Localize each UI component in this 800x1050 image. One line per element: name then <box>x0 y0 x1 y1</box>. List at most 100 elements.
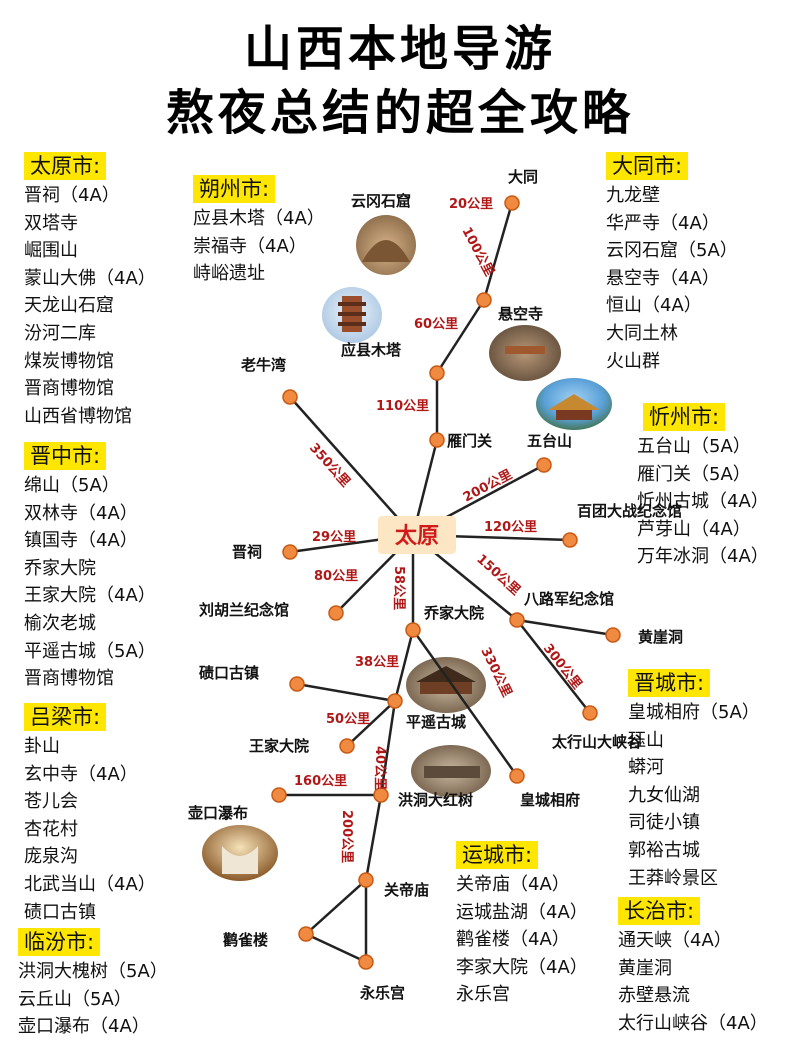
dist-taiyuan-wutai: 200公里 <box>461 467 515 505</box>
list-item: 赤壁悬流 <box>618 985 690 1007</box>
label-baituan: 百团大战纪念馆 <box>577 502 682 520</box>
list-item: 壶口瀑布（4A） <box>18 1016 150 1038</box>
node-yingxian <box>429 365 445 381</box>
dist-hongtong-guandi: 200公里 <box>339 810 354 863</box>
node-huangcheng <box>509 768 525 784</box>
node-wangjia <box>339 738 355 754</box>
photo-hongtong <box>411 745 491 797</box>
dist-yungang-datong: 20公里 <box>449 197 493 212</box>
city-jinzhong: 晋中市: 绵山（5A） 双林寺（4A） 镇国寺（4A） 乔家大院 王家大院（4A… <box>24 442 156 693</box>
city-linfen-list: 洪洞大槐树（5A） 云丘山（5A） 壶口瀑布（4A） <box>18 958 168 1041</box>
node-taihang <box>582 705 598 721</box>
city-shuozhou-list: 应县木塔（4A） 崇福寺（4A） 峙峪遗址 <box>193 205 325 288</box>
list-item: 九龙壁 <box>606 185 660 206</box>
route-edges <box>279 202 614 964</box>
label-yungang: 云冈石窟 <box>351 192 411 210</box>
label-guandi: 关帝庙 <box>384 881 429 899</box>
list-item: 天龙山石窟 <box>24 295 114 317</box>
city-jincheng-header: 晋城市: <box>628 669 711 697</box>
dist-taiyuan-laoniuwan: 350公里 <box>306 441 353 491</box>
photo-wutai <box>536 378 612 430</box>
list-item: 北武当山（4A） <box>24 873 156 895</box>
city-xinzhou: 忻州市: 五台山（5A） 雁门关（5A） 忻州古城（4A） 芦芽山（4A） 万年… <box>637 403 769 571</box>
label-laoniuwan: 老牛湾 <box>240 356 286 374</box>
edge-balujun-huangyadong <box>516 618 614 637</box>
label-yanmen: 雁门关 <box>447 432 492 450</box>
list-item: 华严寺（4A） <box>606 212 720 234</box>
list-item: 关帝庙（4A） <box>456 874 570 895</box>
city-changzhi-list: 通天峡（4A） 黄崖洞 赤壁悬流 太行山峡谷（4A） <box>618 927 768 1037</box>
dist-taiyuan-qiaojia: 58公里 <box>391 566 406 610</box>
node-hukou <box>271 787 287 803</box>
list-item: 蒙山大佛（4A） <box>24 267 156 289</box>
list-item: 忻州古城（4A） <box>637 491 769 513</box>
city-datong-list: 九龙壁 华严寺（4A） 云冈石窟（5A） 悬空寺（4A） 恒山（4A） 大同土林… <box>606 182 738 375</box>
node-wutai <box>536 457 552 473</box>
list-item: 乔家大院 <box>24 557 96 579</box>
label-yingxian: 应县木塔 <box>341 341 402 359</box>
label-xuankong: 悬空寺 <box>498 305 543 323</box>
list-item: 崛围山 <box>24 240 78 262</box>
node-huangyadong <box>605 627 621 643</box>
list-item: 悬空寺（4A） <box>606 267 720 289</box>
list-item: 王莽岭景区 <box>628 867 718 889</box>
photo-yungang <box>356 215 416 275</box>
label-yongle: 永乐宫 <box>359 984 405 1002</box>
list-item: 五台山（5A） <box>637 436 751 457</box>
node-qikou <box>289 676 305 692</box>
city-shuozhou-header: 朔州市: <box>193 175 276 203</box>
list-item: 榆次老城 <box>24 612 96 634</box>
label-pingyao: 平遥古城 <box>406 713 466 731</box>
title-line-2: 熬夜总结的超全攻略 <box>165 85 634 141</box>
list-item: 绵山（5A） <box>24 475 120 496</box>
list-item: 珏山 <box>628 729 664 751</box>
city-lvliang-list: 卦山 玄中寺（4A） 苍儿会 杏花村 庞泉沟 北武当山（4A） 碛口古镇 <box>24 733 156 926</box>
label-balujun: 八路军纪念馆 <box>523 590 614 608</box>
city-taiyuan-list: 晋祠（4A） 双塔寺 崛围山 蒙山大佛（4A） 天龙山石窟 汾河二库 煤炭博物馆… <box>24 182 156 430</box>
list-item: 运城盐湖（4A） <box>456 901 588 923</box>
list-item: 平遥古城（5A） <box>24 640 156 662</box>
center-taiyuan: 太原 <box>378 516 456 554</box>
city-yuncheng-list: 关帝庙（4A） 运城盐湖（4A） 鹳雀楼（4A） 李家大院（4A） 永乐宫 <box>456 871 588 1009</box>
dist-pingyao-hongtong: 40公里 <box>372 746 387 790</box>
list-item: 洪洞大槐树（5A） <box>18 961 168 982</box>
edge-guanque-yongle <box>305 932 367 964</box>
list-item: 恒山（4A） <box>606 295 702 317</box>
edge-qiaojia-pingyao <box>393 629 415 702</box>
label-liuhulan: 刘胡兰纪念馆 <box>199 601 289 619</box>
list-item: 应县木塔（4A） <box>193 208 325 229</box>
node-liuhulan <box>328 605 344 621</box>
label-baituan-line1: 百团大战纪念馆 <box>577 502 682 520</box>
city-xinzhou-list: 五台山（5A） 雁门关（5A） 忻州古城（4A） 芦芽山（4A） 万年冰洞（4A… <box>637 433 769 571</box>
label-hongtong: 洪洞大红树 <box>398 791 473 809</box>
city-lvliang: 吕梁市: 卦山 玄中寺（4A） 苍儿会 杏花村 庞泉沟 北武当山（4A） 碛口古… <box>24 703 156 926</box>
list-item: 双塔寺 <box>24 212 78 234</box>
node-jinci <box>282 544 298 560</box>
photo-yingxian-pagoda <box>322 287 382 343</box>
node-yanmen <box>429 432 445 448</box>
dist-xuankong-yingxian: 60公里 <box>414 317 458 332</box>
city-jinzhong-list: 绵山（5A） 双林寺（4A） 镇国寺（4A） 乔家大院 王家大院（4A） 榆次老… <box>24 472 156 693</box>
edge-pingyao-hongtong <box>379 700 397 796</box>
city-yuncheng: 运城市: 关帝庙（4A） 运城盐湖（4A） 鹳雀楼（4A） 李家大院（4A） 永… <box>456 841 588 1009</box>
city-changzhi: 长治市: 通天峡（4A） 黄崖洞 赤壁悬流 太行山峡谷（4A） <box>618 897 768 1037</box>
edge-guandi-guanque <box>305 879 367 935</box>
list-item: 九女仙湖 <box>628 784 700 806</box>
list-item: 万年冰洞（4A） <box>637 546 769 568</box>
label-jinci: 晋祠 <box>232 543 262 561</box>
node-guanque <box>298 926 314 942</box>
list-item: 晋祠（4A） <box>24 185 120 206</box>
photo-xuankong <box>489 325 561 381</box>
node-xuankong <box>476 292 492 308</box>
dist-pingyao-wangjia: 50公里 <box>326 712 370 727</box>
city-taiyuan: 太原市: 晋祠（4A） 双塔寺 崛围山 蒙山大佛（4A） 天龙山石窟 汾河二库 … <box>24 152 156 430</box>
list-item: 山西省博物馆 <box>24 405 132 427</box>
list-item: 永乐宫 <box>456 984 510 1006</box>
title-line-1: 山西本地导游 <box>243 21 556 77</box>
city-linfen-header: 临汾市: <box>18 928 101 956</box>
node-guandi <box>358 872 374 888</box>
node-yongle <box>358 954 374 970</box>
edge-yingxian-xuankong <box>435 299 486 374</box>
list-item: 火山群 <box>606 350 660 372</box>
